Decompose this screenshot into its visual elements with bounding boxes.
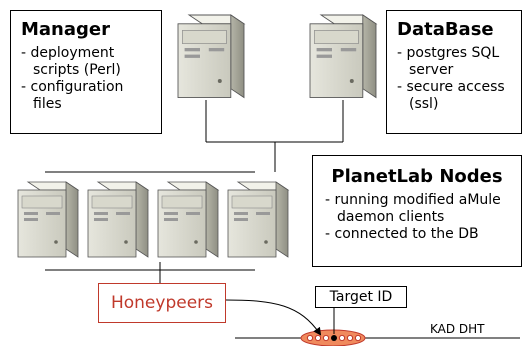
database-box: DataBase postgres SQL server secure acce… bbox=[386, 10, 522, 134]
honeypeers-arrow bbox=[225, 299, 322, 336]
dht-node bbox=[314, 334, 322, 342]
manager-server-icon bbox=[177, 14, 245, 99]
manager-item-deployment: deployment scripts (Perl) bbox=[21, 45, 151, 79]
manager-list: deployment scripts (Perl) configuration … bbox=[21, 45, 151, 113]
planetlab-node-icon-4 bbox=[227, 181, 289, 258]
planetlab-node-icon-1 bbox=[17, 181, 79, 258]
planetlab-node-icon-2 bbox=[87, 181, 149, 258]
database-item-secure-access: secure access (ssl) bbox=[397, 79, 511, 113]
planetlab-item-connected: connected to the DB bbox=[325, 226, 509, 243]
planetlab-node-icon-3 bbox=[157, 181, 219, 258]
dht-node bbox=[346, 334, 354, 342]
honeypeers-box: Honeypeers bbox=[98, 283, 226, 323]
manager-title: Manager bbox=[21, 19, 110, 40]
kad-dht-label: KAD DHT bbox=[430, 322, 485, 336]
planetlab-list: running modified aMule daemon clients co… bbox=[325, 192, 509, 243]
planetlab-title: PlanetLab Nodes bbox=[331, 166, 503, 187]
database-server-icon bbox=[309, 14, 377, 99]
target-id-box: Target ID bbox=[315, 286, 407, 308]
planetlab-box: PlanetLab Nodes running modified aMule d… bbox=[312, 155, 522, 267]
dht-node bbox=[338, 334, 346, 342]
dht-node bbox=[306, 334, 314, 342]
database-item-postgres: postgres SQL server bbox=[397, 45, 511, 79]
manager-item-configuration: configuration files bbox=[21, 79, 151, 113]
dht-node bbox=[354, 334, 362, 342]
dht-target-node bbox=[331, 335, 337, 341]
dht-node bbox=[322, 334, 330, 342]
database-title: DataBase bbox=[397, 19, 494, 40]
database-list: postgres SQL server secure access (ssl) bbox=[397, 45, 511, 113]
manager-box: Manager deployment scripts (Perl) config… bbox=[10, 10, 162, 134]
planetlab-item-running: running modified aMule daemon clients bbox=[325, 192, 509, 226]
